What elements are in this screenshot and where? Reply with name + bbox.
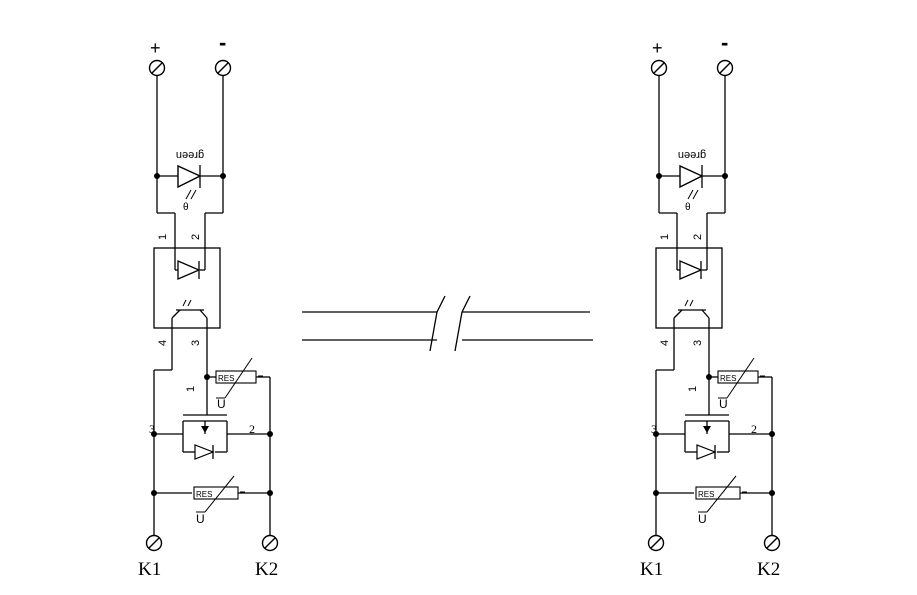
varistor-upper-u: U xyxy=(217,397,226,411)
opto-pin-3: 3 xyxy=(190,340,202,346)
varistor-upper-icon xyxy=(717,357,765,399)
k2-label: K2 xyxy=(255,559,278,580)
minus-terminal-label: - xyxy=(721,30,728,55)
k1-label: K1 xyxy=(138,559,161,580)
wiring-top xyxy=(156,76,224,248)
k2-label: K2 xyxy=(757,559,780,580)
opto-pin-4: 4 xyxy=(157,340,169,346)
led-label: green xyxy=(176,149,204,161)
opto-pin-1: 1 xyxy=(157,234,169,240)
led-icon: θ xyxy=(679,164,704,213)
opto-diode-icon xyxy=(676,248,708,280)
wiring-bottom xyxy=(655,328,773,535)
circuit-left: + - θ green 1 2 xyxy=(138,30,278,580)
opto-pin-2: 2 xyxy=(692,234,704,240)
cable-break-icon xyxy=(302,295,593,352)
mosfet-pin-3: 3 xyxy=(149,422,155,436)
opto-diode-icon xyxy=(174,248,206,280)
optocoupler-box xyxy=(153,247,221,329)
mosfet-pin-2: 2 xyxy=(751,422,757,436)
varistor-lower-u: U xyxy=(196,512,205,526)
wiring-bottom xyxy=(153,328,271,535)
opto-pin-1: 1 xyxy=(659,234,671,240)
varistor-lower-label: RES xyxy=(196,490,212,499)
led-label: green xyxy=(678,149,706,161)
varistor-upper-icon xyxy=(215,357,263,399)
varistor-lower-icon xyxy=(695,475,747,513)
wiring-top xyxy=(658,76,726,248)
varistor-upper-u: U xyxy=(719,397,728,411)
k2-terminal-icon xyxy=(763,534,781,552)
k1-terminal-icon xyxy=(145,534,163,552)
mosfet-pin-1: 1 xyxy=(687,386,699,392)
led-icon: θ xyxy=(177,164,202,213)
k1-label: K1 xyxy=(640,559,663,580)
opto-pin-2: 2 xyxy=(190,234,202,240)
plus-terminal-label: + xyxy=(150,38,161,58)
varistor-lower-u: U xyxy=(698,512,707,526)
plus-terminal-icon xyxy=(148,59,166,77)
varistor-upper-label: RES xyxy=(218,374,234,383)
minus-terminal-icon xyxy=(716,59,734,77)
opto-transistor-icon xyxy=(171,299,208,328)
svg-text:θ: θ xyxy=(183,202,189,213)
plus-terminal-icon xyxy=(650,59,668,77)
opto-transistor-icon xyxy=(673,299,710,328)
mosfet-pin-2: 2 xyxy=(249,422,255,436)
optocoupler-box xyxy=(655,247,723,329)
circuit-right: + - θ green 1 2 xyxy=(640,30,780,580)
varistor-upper-label: RES xyxy=(720,374,736,383)
mosfet-icon xyxy=(684,414,730,460)
plus-terminal-label: + xyxy=(652,38,663,58)
svg-text:θ: θ xyxy=(685,202,691,213)
minus-terminal-label: - xyxy=(219,30,226,55)
k2-terminal-icon xyxy=(261,534,279,552)
varistor-lower-icon xyxy=(193,475,245,513)
mosfet-pin-3: 3 xyxy=(651,422,657,436)
opto-pin-3: 3 xyxy=(692,340,704,346)
opto-pin-4: 4 xyxy=(659,340,671,346)
k1-terminal-icon xyxy=(647,534,665,552)
varistor-lower-label: RES xyxy=(698,490,714,499)
mosfet-icon xyxy=(182,414,228,460)
mosfet-pin-1: 1 xyxy=(185,386,197,392)
minus-terminal-icon xyxy=(214,59,232,77)
